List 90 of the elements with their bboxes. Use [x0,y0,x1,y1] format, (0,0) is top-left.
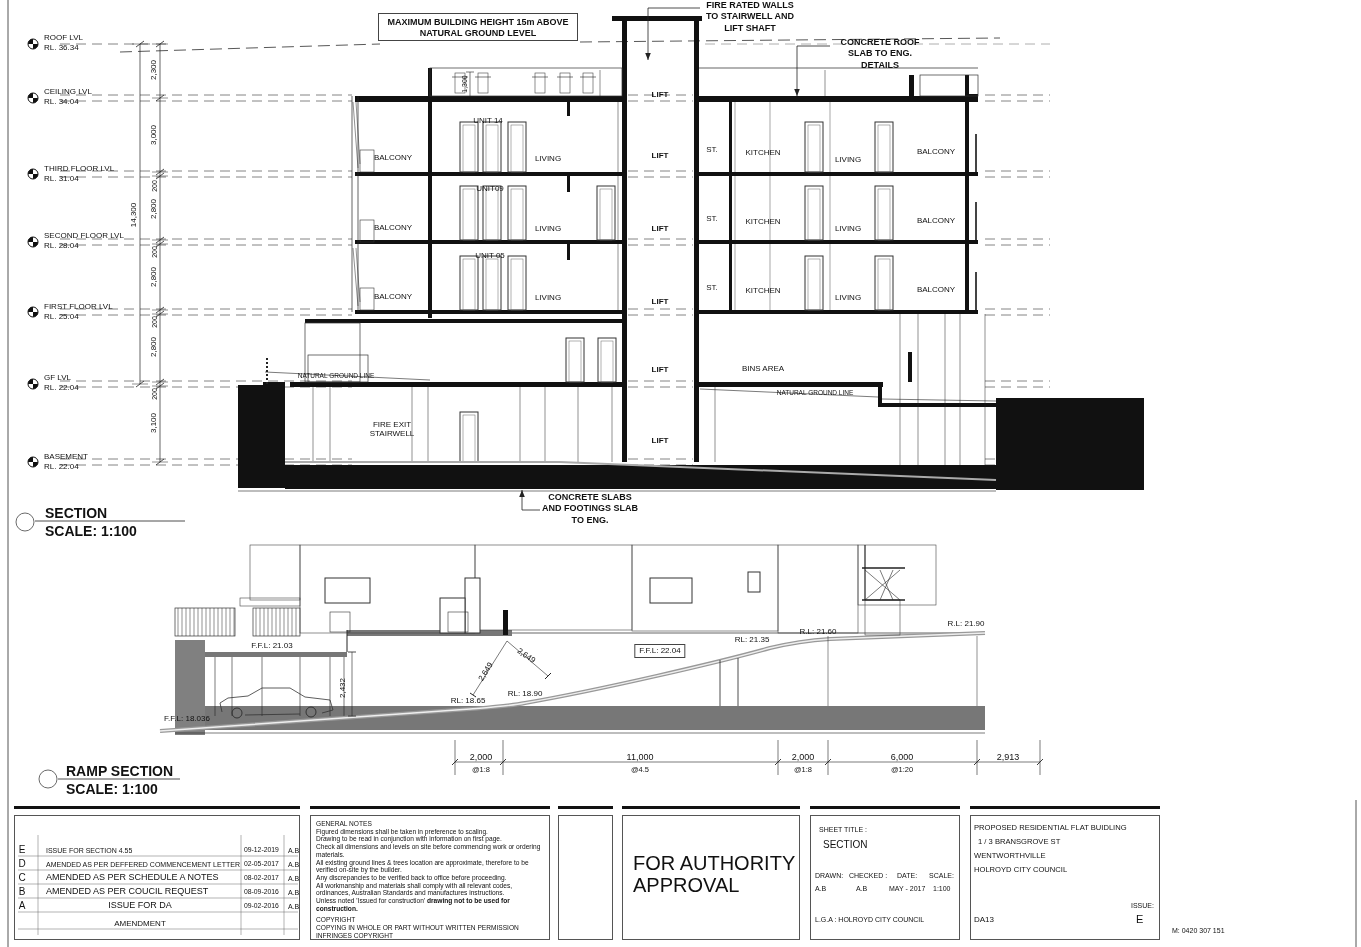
dimension-label: 2,913 [996,752,1020,762]
spot-level: RL: 18.90 [507,690,543,698]
scale-label: SCALE: 1:100 [45,524,137,538]
level-elevation: RL. 28.04 [44,242,79,250]
level-elevation: RL. 36.34 [44,44,79,52]
revision-description: AMENDED AS PER COUCIL REQUEST [46,887,209,896]
dimension-label: 2,800 [150,267,158,287]
room-label: KITCHEN [745,218,781,226]
callout-note: CONCRETE ROOF SLAB TO ENG. DETAILS [830,37,930,71]
level-elevation: RL. 22.04 [44,384,79,392]
spot-level: F.F.L: 18.036 [164,715,210,723]
room-label: LIVING [834,156,862,164]
room-label: LIFT [651,91,669,99]
room-label: LIFT [651,298,669,306]
sheet-title: SECTION [823,840,868,850]
dimension-label: 11,000 [626,752,654,762]
spot-level: RL: 18.65 [450,697,486,705]
level-elevation: RL. 22.04 [44,463,79,471]
revision-description: ISSUE FOR DA [108,901,172,910]
amendment-table [14,815,300,940]
revision-letter: C [18,873,26,883]
revision-description: AMENDED AS PER SCHEDULE A NOTES [46,873,219,882]
room-label: LIVING [534,225,562,233]
room-label: LIFT [651,152,669,160]
drawing-number: DA13 [974,916,994,924]
room-label: ST. [706,146,718,154]
level-name: THIRD FLOOR LVL [44,165,115,173]
room-label: KITCHEN [745,287,781,295]
revision-letter: B [18,887,26,897]
level-name: FIRST FLOOR LVL [44,303,113,311]
room-label: BALCONY [916,148,956,156]
room-label: LIVING [834,294,862,302]
table-heading: AMENDMENT [114,920,166,928]
spot-level: R.L: 21.60 [799,628,837,636]
notes-panel [310,815,550,940]
spot-level: F.F.L: 22.04 [634,644,686,658]
dimension-label: 2,432 [339,678,347,698]
issue-letter: E [1136,914,1144,925]
level-elevation: RL. 34.04 [44,98,79,106]
dimension-label: 6,000 [890,752,914,762]
blank-panel [558,815,613,940]
revision-letter: D [18,859,26,869]
approval-panel: FOR AUTHORITY APPROVAL [622,815,800,940]
room-label: LIFT [651,366,669,374]
revision-letter: E [18,845,26,855]
level-name: ROOF LVL [44,34,83,42]
room-label: BINS AREA [741,365,785,373]
revision-letter: A [18,901,26,911]
spot-level: F.F.L: 21.03 [251,642,293,650]
dimension-label: 2,000 [791,752,815,762]
dimension-label: 2,800 [150,337,158,357]
room-label: BALCONY [916,217,956,225]
level-name: CEILING LVL [44,88,92,96]
room-label: LIVING [534,294,562,302]
level-name: BASEMENT [44,453,88,461]
room-label: LIVING [534,155,562,163]
room-label: BALCONY [373,154,413,162]
room-label: ST. [706,215,718,223]
level-name: GF LVL [44,374,71,382]
level-elevation: RL. 31.04 [44,175,79,183]
spot-level: R.L: 21.90 [947,620,985,628]
height-limit-note: MAXIMUM BUILDING HEIGHT 15m ABOVE NATURAL GROUND LEVEL [378,13,578,41]
callout-note: FIRE RATED WALLS TO STAIRWELL AND LIFT SHAFT [700,0,800,34]
section-title: SECTION [45,506,108,520]
dimension-label: 3,000 [150,125,158,145]
room-label: BALCONY [916,286,956,294]
room-label: UNIT09 [476,185,504,193]
project-panel [970,815,1160,940]
dimension-label: 14,300 [130,202,138,228]
room-label: UNIT 05 [475,252,505,260]
room-label: KITCHEN [745,149,781,157]
dimension-label: 2,000 [469,752,493,762]
section-title: RAMP SECTION [66,764,174,778]
room-label: LIFT [651,437,669,445]
room-label: BALCONY [373,224,413,232]
room-label: LIVING [834,225,862,233]
room-label: LIFT [651,225,669,233]
callout-note: CONCRETE SLABS AND FOOTINGS SLAB TO ENG. [540,492,640,526]
room-label: ST. [706,284,718,292]
scale-label: SCALE: 1:100 [66,782,158,796]
level-elevation: RL. 25.04 [44,313,79,321]
room-label: UNIT 14 [473,117,503,125]
level-name: SECOND FLOOR LVL [44,232,124,240]
room-label: FIRE EXIT STAIRWELL [368,419,416,439]
room-label: BALCONY [373,293,413,301]
sheet-info-panel [810,815,960,940]
dimension-label: 2,800 [150,199,158,219]
dimension-label: 3,100 [150,413,158,433]
dimension-label: 2,300 [150,60,158,80]
spot-level: RL: 21.35 [734,636,770,644]
